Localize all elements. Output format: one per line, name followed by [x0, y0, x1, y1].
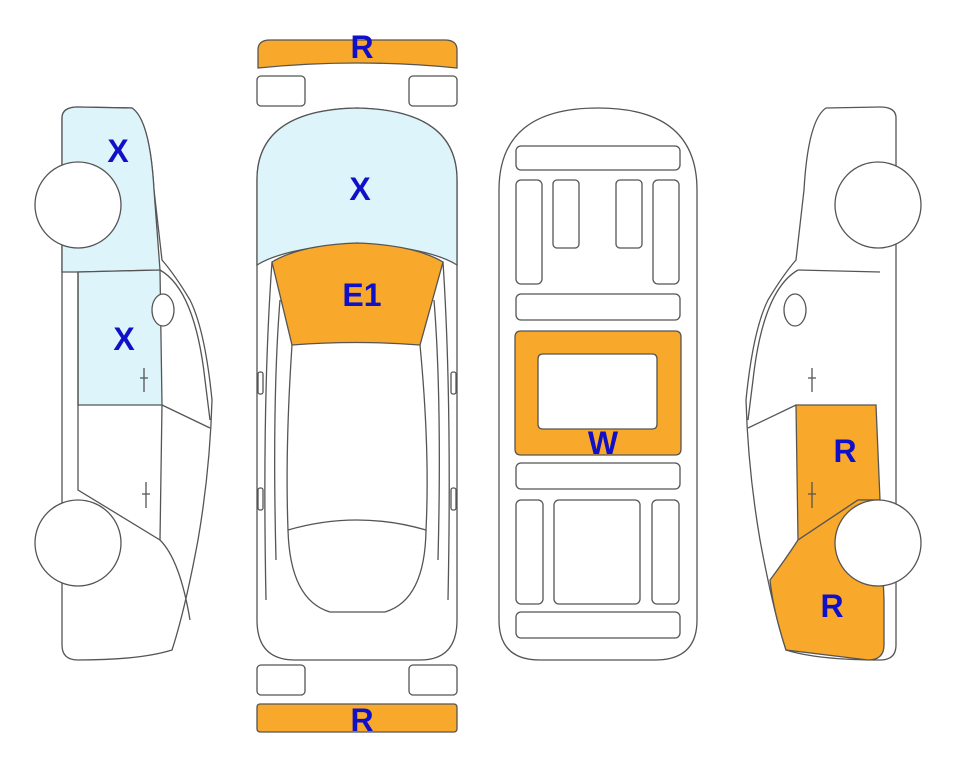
left-pillar: [161, 404, 211, 429]
right-mirror: [783, 293, 807, 327]
floor-rear-center: [553, 499, 641, 605]
rear-left-light: [256, 664, 306, 696]
floor-rail-rear: [515, 462, 681, 490]
right-windshield: [747, 269, 799, 421]
left-handle-1: [140, 368, 148, 392]
right-side-car: R R: [745, 106, 922, 661]
left-side-line: [264, 261, 273, 601]
hood-label: E1: [342, 277, 381, 313]
floor-right-slot: [615, 179, 643, 249]
front-bumper-part[interactable]: [257, 39, 458, 69]
front-bumper-label: R: [350, 29, 373, 65]
right-inner-line: [433, 299, 440, 561]
right-side-line: [442, 261, 450, 601]
left-mirror-rear: [257, 487, 264, 511]
floor-right-channel: [652, 179, 680, 285]
left-windshield: [159, 269, 211, 421]
floor-panel-label: W: [588, 425, 619, 461]
rear-bumper-part[interactable]: [256, 703, 458, 733]
right-front-wheel: [834, 499, 922, 587]
floor-panel-part[interactable]: [514, 330, 682, 456]
floor-rail-end: [515, 611, 681, 639]
left-mirror: [151, 293, 175, 327]
right-handle-2: [808, 482, 816, 508]
left-inner-line: [274, 299, 281, 561]
front-left-light: [256, 75, 306, 107]
left-mirror-front: [257, 371, 264, 395]
hood-part[interactable]: [271, 242, 444, 346]
rear-bumper-label: R: [350, 702, 373, 738]
right-door-top: [797, 269, 881, 273]
cabin-outline: [286, 344, 428, 531]
left-door-glass-label: X: [113, 321, 135, 357]
left-door-line: [77, 272, 163, 542]
left-handle-2: [142, 482, 150, 508]
front-right-light: [408, 75, 458, 107]
floor-rear-right: [651, 499, 680, 605]
left-front-wheel: [34, 499, 122, 587]
rear-right-light: [408, 664, 458, 696]
left-rear-wheel: [34, 161, 122, 249]
right-rear-wheel: [834, 161, 922, 249]
floor-view-car: W: [498, 107, 698, 661]
floor-rail-front: [515, 145, 681, 171]
floor-rail-mid: [515, 293, 681, 321]
floor-left-slot: [552, 179, 580, 249]
left-rear-glass-label: X: [107, 133, 129, 169]
right-door-label: R: [833, 433, 856, 469]
rear-window-line: [287, 529, 427, 613]
roof-glass-label: X: [349, 171, 371, 207]
top-view-car: R X E1 R: [256, 29, 458, 738]
floor-body: [498, 107, 698, 661]
left-lower-line: [159, 539, 191, 621]
right-mirror-rear: [450, 487, 457, 511]
right-pillar: [747, 404, 797, 429]
floor-left-channel: [515, 179, 543, 285]
left-side-car: X X: [34, 106, 213, 661]
right-quarter-label: R: [820, 588, 843, 624]
floor-rear-left: [515, 499, 544, 605]
right-mirror-front: [450, 371, 457, 395]
right-handle-1: [808, 368, 816, 392]
